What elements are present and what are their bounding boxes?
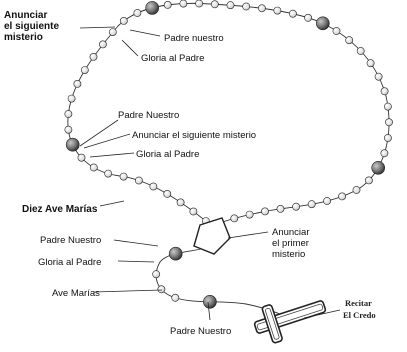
small-bead (68, 95, 75, 102)
small-bead (261, 208, 268, 215)
pointer-line (80, 120, 118, 146)
small-bead (339, 193, 346, 200)
small-bead (277, 205, 284, 212)
crucifix-icon (250, 289, 330, 347)
large-bead (169, 247, 182, 260)
small-bead (274, 7, 281, 14)
small-bead (367, 60, 374, 67)
small-bead (308, 201, 315, 208)
pointer-line (114, 240, 158, 246)
pointer-line (118, 261, 154, 262)
small-bead (90, 53, 97, 60)
small-bead (172, 294, 179, 301)
small-bead (231, 215, 238, 222)
small-bead (99, 41, 106, 48)
large-bead (203, 295, 216, 308)
small-bead (65, 110, 72, 117)
small-bead (78, 154, 85, 161)
small-bead (81, 67, 88, 74)
small-bead (90, 164, 97, 171)
center-medal (194, 218, 230, 254)
chain-segment (68, 3, 389, 226)
small-bead (243, 3, 250, 10)
small-bead (180, 0, 187, 7)
small-bead (365, 177, 372, 184)
small-bead (381, 150, 388, 157)
pointer-line (122, 40, 138, 56)
large-bead (372, 161, 385, 174)
label-hail-marys: Ave Marías (52, 288, 100, 299)
pointer-line (130, 30, 160, 36)
label-announce-first: Anunciar el primer misterio (272, 227, 312, 260)
label-glory-mid: Gloria al Padre (136, 149, 199, 160)
small-bead (333, 27, 340, 34)
small-bead (134, 9, 141, 16)
small-bead (211, 1, 218, 8)
small-bead (375, 73, 382, 80)
small-bead (384, 103, 391, 110)
label-our-father-top: Padre nuestro (164, 33, 224, 44)
large-bead (66, 138, 79, 151)
small-bead (190, 208, 197, 215)
small-bead (164, 190, 171, 197)
label-announce-next-top: Anunciar el siguiente misterio (4, 10, 62, 43)
small-bead (65, 126, 72, 133)
label-announce-next-mid: Anunciar el siguiente misterio (132, 130, 256, 141)
small-bead (357, 47, 364, 54)
large-bead (146, 1, 159, 14)
small-bead (293, 203, 300, 210)
pointer-line (94, 290, 162, 292)
small-bead (324, 197, 331, 204)
small-bead (246, 211, 253, 218)
rosary-chain (68, 3, 389, 316)
small-bead (196, 0, 203, 7)
small-bead (227, 2, 234, 9)
small-bead (105, 170, 112, 177)
small-bead (153, 271, 160, 278)
small-bead (258, 5, 265, 12)
pointer-line (90, 153, 134, 157)
small-bead (74, 80, 81, 87)
pointer-line (84, 134, 130, 148)
pointer-line (80, 27, 115, 28)
small-bead (120, 17, 127, 24)
label-glory-top: Gloria al Padre (141, 53, 204, 64)
pointer-line (228, 232, 268, 238)
label-our-father-mid: Padre Nuestro (118, 110, 179, 121)
label-glory-lower: Gloria al Padre (38, 257, 101, 268)
small-bead (158, 286, 165, 293)
small-bead (305, 14, 312, 21)
pointer-line (100, 201, 124, 206)
label-our-father-lower: Padre Nuestro (40, 235, 101, 246)
large-bead (316, 17, 329, 30)
label-ten-hail-marys: Diez Ave Marías (22, 204, 98, 215)
small-bead (109, 28, 116, 35)
small-bead (353, 186, 360, 193)
small-bead (164, 1, 171, 8)
small-bead (384, 134, 391, 141)
rosary-beads (65, 0, 393, 308)
small-bead (150, 183, 157, 190)
small-bead (346, 37, 353, 44)
small-bead (289, 10, 296, 17)
small-bead (385, 119, 392, 126)
small-bead (135, 177, 142, 184)
label-recite-creed: Recitar El Credo (343, 298, 376, 320)
label-our-father-bottom: Padre Nuestro (170, 326, 231, 337)
small-bead (177, 199, 184, 206)
small-bead (381, 88, 388, 95)
small-bead (120, 173, 127, 180)
